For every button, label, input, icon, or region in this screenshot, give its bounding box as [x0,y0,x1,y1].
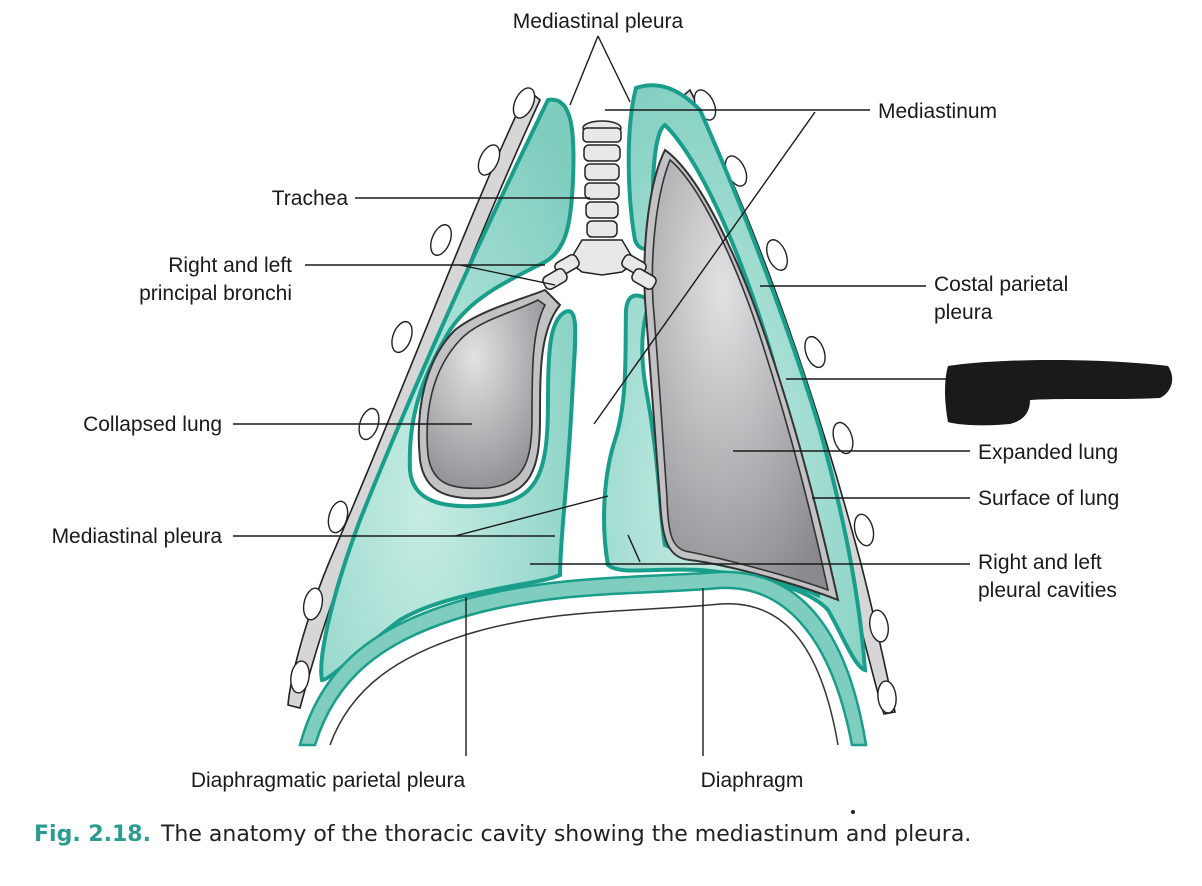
expanded-lung [651,158,830,592]
right-pleural-sac [602,83,868,673]
stray-dot [851,810,855,814]
rib-icon [302,587,324,621]
label-bronchi-line2: principal bronchi [139,282,292,305]
rib-icon [477,144,501,176]
label-costal-line1: Costal parietal [934,273,1068,296]
diaphragm-edge [329,603,839,746]
collapsed-lung-core [426,299,547,490]
label-mediastinal-pleura-top: Mediastinal pleura [513,10,684,33]
rib-icon [290,660,310,694]
leader-lines [233,35,970,756]
label-diaphragmatic-pleura: Diaphragmatic parietal pleura [191,769,466,792]
left-pleural-sac [319,97,578,683]
rib-icon [430,224,452,256]
label-trachea: Trachea [272,187,349,210]
label-costal-line2: pleura [934,301,993,324]
rib-icon [853,513,875,547]
label-cavities-line2: pleural cavities [978,579,1117,602]
label-expanded-lung: Expanded lung [978,441,1118,464]
left-ribs [290,87,536,694]
rib-icon [869,609,889,643]
label-diaphragm: Diaphragm [701,769,804,792]
rib-icon [832,421,854,455]
figure-number: Fig. 2.18. [34,822,151,847]
rib-icon [327,500,349,534]
rib-icon [766,239,788,271]
label-mediastinal-pleura-left: Mediastinal pleura [52,525,223,548]
rib-icon [877,680,897,714]
figure-caption: Fig. 2.18. The anatomy of the thoracic ca… [34,822,971,847]
label-bronchi-line1: Right and left [168,254,292,277]
label-mediastinum: Mediastinum [878,100,997,123]
rib-icon [391,320,413,354]
figure-caption-text: The anatomy of the thoracic cavity showi… [160,822,972,847]
right-ribs [693,89,897,714]
label-cavities-line1: Right and left [978,551,1102,574]
label-collapsed-lung: Collapsed lung [83,413,222,436]
rib-icon [804,335,826,369]
rib-icon [512,87,536,119]
redaction-scribble [945,360,1173,426]
label-surface-of-lung: Surface of lung [978,487,1119,510]
diaphragm [298,570,868,747]
trachea-icon [542,120,657,290]
